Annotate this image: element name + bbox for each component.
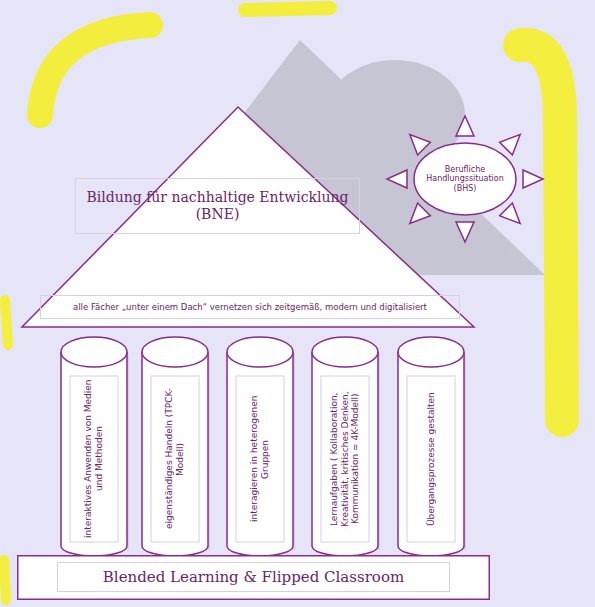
pillar-body	[398, 352, 464, 556]
pillar-node: Lernaufgaben ( Kollaboration, Kreativitä…	[311, 336, 379, 558]
pillar-top	[61, 337, 127, 367]
pillar-label: Lernaufgaben ( Kollaboration, Kreativitä…	[321, 376, 369, 542]
highlighter-stroke	[5, 300, 8, 345]
pillar-text-frame	[407, 376, 455, 542]
highlighter-stroke	[4, 560, 6, 600]
pillar-label: eigenständiges Handeln (TPCK-Modell)	[151, 376, 199, 542]
highlighter-stroke	[245, 8, 330, 10]
pillar-text-frame	[151, 376, 199, 542]
strip-box	[41, 296, 460, 319]
sun-ellipse	[414, 143, 516, 215]
sun-node: Berufliche Handlungssituation (BHS)	[413, 142, 517, 216]
pillar-node: interagieren in heterogenen Gruppen	[226, 336, 294, 558]
pillar-top	[227, 337, 293, 367]
pillar-label: interaktives Anwenden von Medien und Met…	[70, 376, 118, 542]
pillar-top	[398, 337, 464, 367]
pillar-body	[312, 352, 378, 556]
roof-label: Bildung für nachhaltige Entwicklung (BNE…	[75, 178, 360, 234]
sun-ray	[523, 170, 543, 188]
sun-ray	[410, 203, 431, 224]
pillar-label: interagieren in heterogenen Gruppen	[236, 376, 284, 542]
pillar-body	[61, 352, 127, 556]
pillar-label: Übergangsprozesse gestalten	[407, 376, 455, 542]
sun-ray	[410, 134, 431, 155]
roof-node: Bildung für nachhaltige Entwicklung (BNE…	[20, 105, 476, 329]
pillar-text-frame	[236, 376, 284, 542]
base-node: Blended Learning & Flipped Classroom	[17, 555, 490, 600]
sun-ray	[500, 134, 521, 155]
pillar-node: eigenständiges Handeln (TPCK-Modell)	[141, 336, 209, 558]
pillar-top	[312, 337, 378, 367]
strip-label: alle Fächer „unter einem Dach“ vernetzen…	[40, 295, 460, 319]
pillar-body	[227, 352, 293, 556]
sun-ray	[456, 116, 474, 136]
base-label: Blended Learning & Flipped Classroom	[57, 562, 450, 592]
highlighter-stroke	[520, 45, 562, 420]
pillar-text-frame	[70, 376, 118, 542]
sun-ray	[500, 203, 521, 224]
highlighter-stroke	[40, 25, 150, 115]
sun-ray	[456, 222, 474, 242]
base-box	[18, 556, 490, 600]
pillar-top	[142, 337, 208, 367]
sun-label: Berufliche Handlungssituation (BHS)	[429, 156, 501, 202]
pillar-text-frame	[321, 376, 369, 542]
sun-ray	[387, 170, 407, 188]
pillar-node: Übergangsprozesse gestalten	[397, 336, 465, 558]
pillar-node: interaktives Anwenden von Medien und Met…	[60, 336, 128, 558]
roof-triangle	[22, 107, 474, 327]
strip-node: alle Fächer „unter einem Dach“ vernetzen…	[40, 295, 460, 319]
pillar-body	[142, 352, 208, 556]
